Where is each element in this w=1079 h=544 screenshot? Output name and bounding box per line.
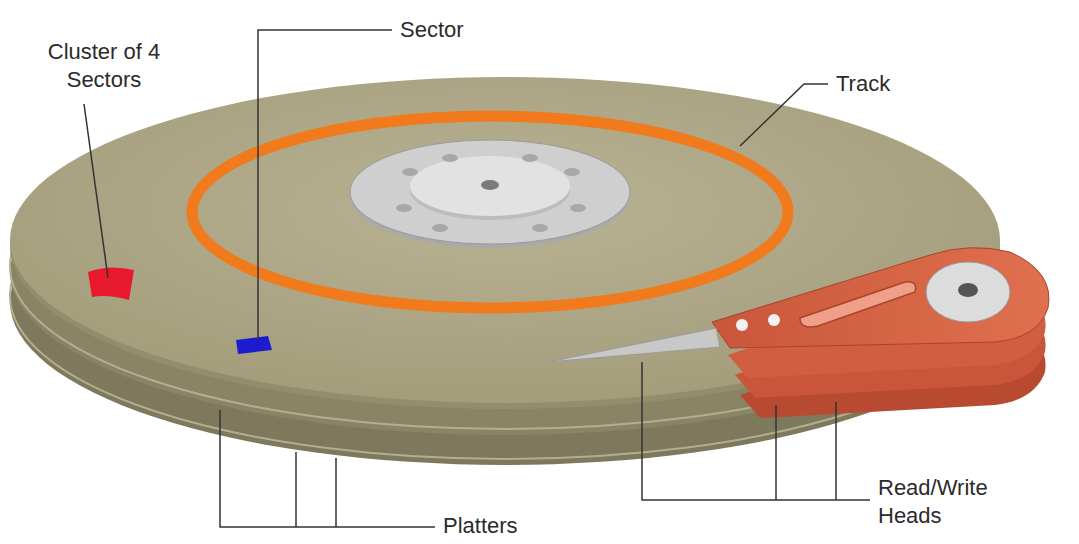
- part-label: Sector: [400, 16, 520, 44]
- leader-lines: [84, 30, 870, 527]
- part-label: Track: [836, 70, 956, 98]
- cluster-mark: [88, 267, 134, 300]
- actuator-arm: [548, 248, 1049, 418]
- track-ring: [192, 116, 788, 308]
- part-label: Read/Write Heads: [878, 474, 1048, 530]
- part-label: Cluster of 4 Sectors: [14, 38, 194, 94]
- spindle-hub: [350, 140, 630, 248]
- part-label: Platters: [443, 512, 583, 540]
- sector-mark: [236, 336, 272, 354]
